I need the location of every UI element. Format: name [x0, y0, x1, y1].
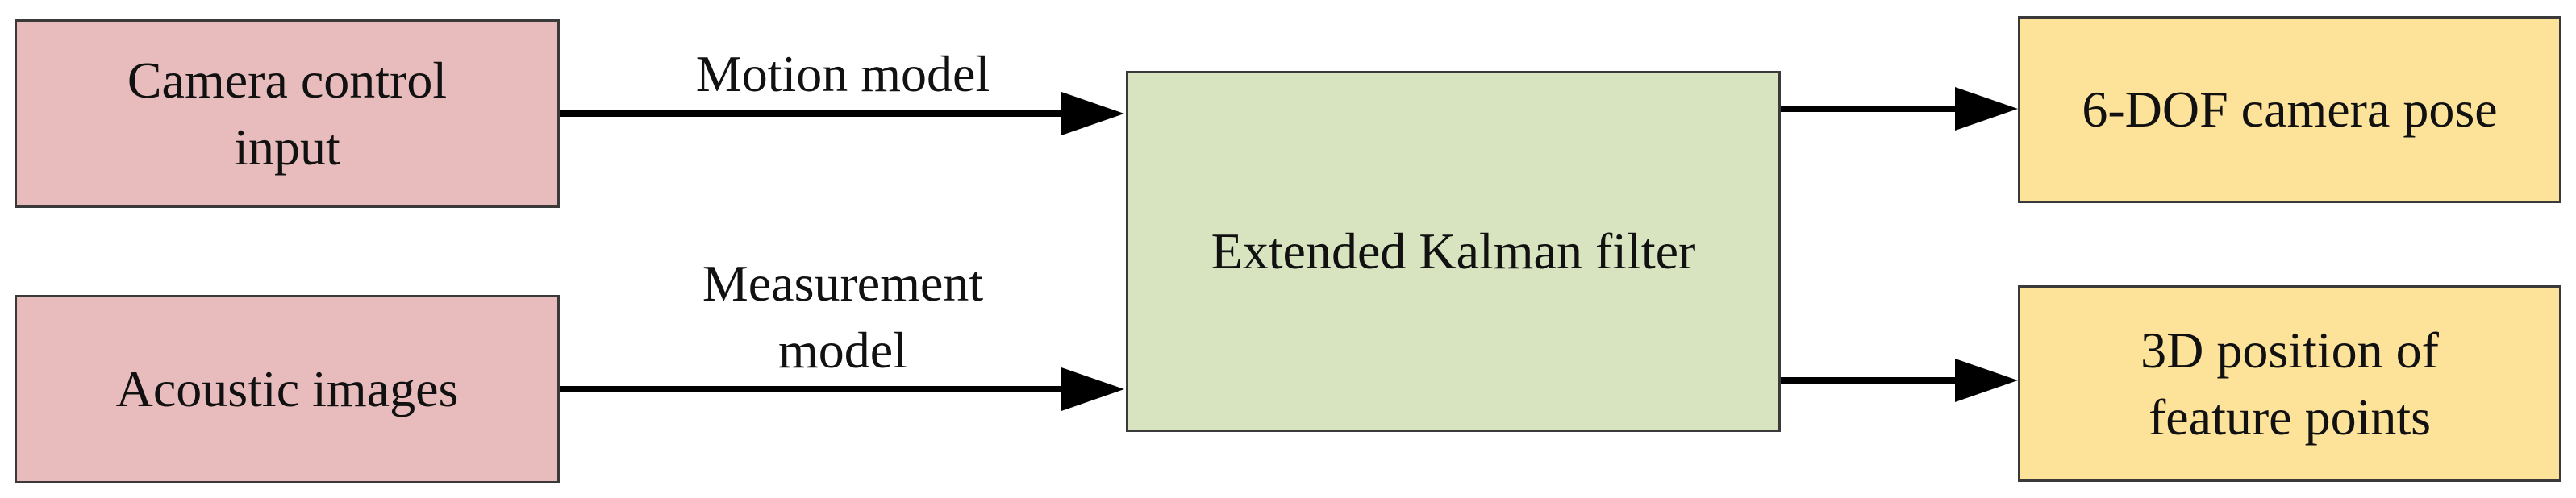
- arrow-measurement-model: [560, 367, 1124, 411]
- motion-model-label: Motion model: [629, 40, 1057, 107]
- camera-control-input-line1: Camera control: [127, 51, 448, 109]
- measurement-model-line2: model: [778, 322, 907, 380]
- camera-control-input-line2: input: [234, 118, 340, 176]
- extended-kalman-filter-label: Extended Kalman filter: [1211, 222, 1696, 280]
- camera-pose-box: 6-DOF camera pose: [2018, 16, 2561, 203]
- motion-model-text: Motion model: [695, 45, 990, 102]
- camera-pose-label: 6-DOF camera pose: [2082, 81, 2498, 139]
- arrow-motion-model: [560, 92, 1124, 135]
- acoustic-images-label: Acoustic images: [115, 360, 459, 418]
- feature-points-line2: feature points: [2148, 388, 2432, 446]
- feature-points-line1: 3D position of: [2140, 321, 2439, 379]
- arrow-to-camera-pose: [1781, 87, 2018, 131]
- measurement-model-label: Measurement model: [629, 250, 1057, 384]
- feature-points-box: 3D position of feature points: [2018, 285, 2561, 482]
- measurement-model-line1: Measurement: [702, 255, 984, 312]
- extended-kalman-filter-box: Extended Kalman filter: [1126, 71, 1781, 432]
- arrow-to-feature-points: [1781, 359, 2018, 402]
- camera-control-input-box: Camera control input: [15, 19, 560, 208]
- acoustic-images-box: Acoustic images: [15, 295, 560, 483]
